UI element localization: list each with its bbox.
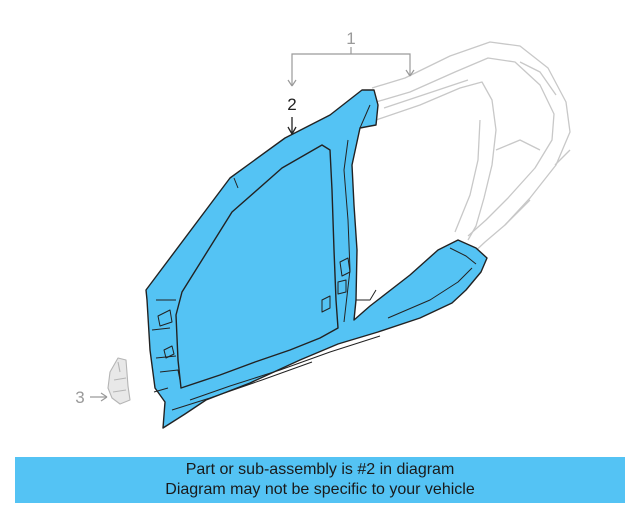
- callout-label-3: 3: [75, 388, 84, 407]
- highlighted-part-body-side: [145, 89, 488, 429]
- part-info-banner: Part or sub-assembly is #2 in diagram Di…: [15, 457, 625, 503]
- callout-2-leader: [287, 117, 297, 135]
- callout-label-2: 2: [287, 95, 296, 114]
- ghost-bracket-part-3: [107, 357, 131, 405]
- body-side-detail-lines: [151, 104, 477, 411]
- callout-3-leader: [90, 392, 108, 402]
- banner-line-part-number: Part or sub-assembly is #2 in diagram: [185, 461, 455, 478]
- exploded-view-diagram: 1 2 3: [75, 29, 571, 429]
- ghost-quarter-panel: [371, 41, 571, 257]
- banner-line-disclaimer: Diagram may not be specific to your vehi…: [165, 481, 475, 498]
- callout-1-leader: [287, 47, 415, 87]
- callout-label-1: 1: [346, 29, 355, 48]
